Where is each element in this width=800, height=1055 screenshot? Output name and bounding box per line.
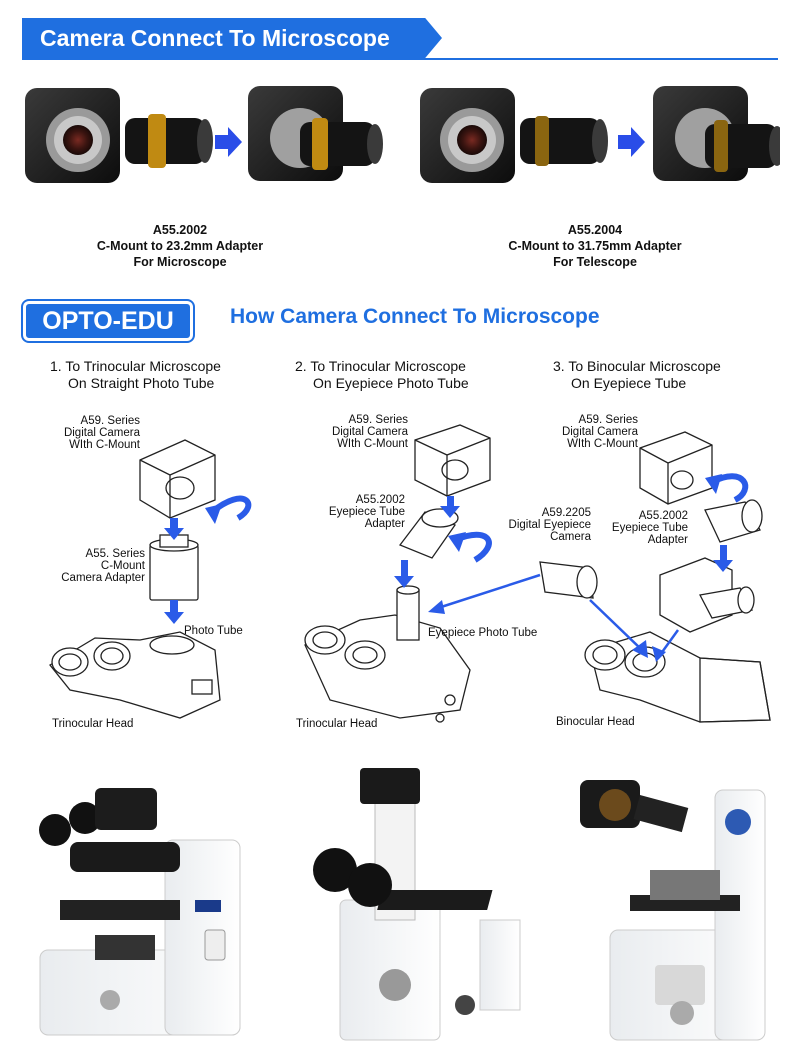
label-camera-3: A59. Series Digital Camera WIth C-Mount [540, 414, 638, 450]
label-line: Adapter [647, 534, 688, 546]
label-line: A55.2002 [355, 494, 405, 506]
label-line: WIth C-Mount [337, 438, 408, 450]
arrow-group [164, 496, 733, 624]
assembled-image [248, 86, 383, 181]
arrow-down-icon [440, 496, 460, 518]
label-photo-tube: Photo Tube [184, 625, 243, 637]
section-title: How Camera Connect To Microscope [230, 305, 600, 328]
label-eyepiece-camera: A59.2205 Digital Eyepiece Camera [493, 507, 591, 543]
connector-line [589, 599, 643, 651]
rotate-arrowhead-icon [705, 474, 722, 494]
arrow-head-icon [652, 646, 666, 662]
label-line: A59. Series [348, 414, 408, 426]
adapter-use: For Telescope [553, 255, 637, 269]
label-line: WIth C-Mount [567, 438, 638, 450]
camera-body-image [25, 88, 120, 183]
camera-body-image-2 [420, 88, 515, 183]
label-head-2: Trinocular Head [296, 718, 378, 730]
arrow-down-icon [713, 545, 733, 572]
label-line: A59. Series [80, 415, 140, 427]
adapter-use: For Microscope [133, 255, 227, 269]
microscope-photos [39, 768, 766, 1041]
adapter-image [125, 114, 213, 168]
rotate-arrowhead-icon [205, 504, 222, 524]
label-line: Eyepiece Tube [611, 522, 688, 534]
adapter-desc: C-Mount to 23.2mm Adapter [96, 239, 264, 253]
step-3-heading: 3. To Binocular Microscope On Eyepiece T… [553, 358, 721, 392]
header-rule [22, 58, 778, 60]
label-head-3: Binocular Head [556, 716, 635, 728]
arrow-head-icon [428, 600, 445, 614]
adapter-caption-2: A55.2004 C-Mount to 31.75mm Adapter For … [475, 222, 715, 270]
step-2-heading: 2. To Trinocular Microscope On Eyepiece … [295, 358, 469, 392]
rotate-icon [453, 531, 492, 563]
step-line: On Eyepiece Tube [571, 375, 687, 391]
label-line: A55. Series [85, 548, 145, 560]
label-line: A55.2002 [638, 510, 688, 522]
adapter-desc: C-Mount to 31.75mm Adapter [508, 239, 682, 253]
arrow-right-icon [215, 127, 242, 157]
label-line: Digital Camera [331, 426, 408, 438]
arrow-head-icon [632, 640, 648, 658]
microscope-photo-1 [39, 788, 241, 1036]
label-line: Camera Adapter [61, 572, 145, 584]
label-line: Eyepiece Tube [328, 506, 405, 518]
label-camera-2: A59. Series Digital Camera WIth C-Mount [310, 414, 408, 450]
rotate-icon [710, 473, 749, 503]
assembled-image-2 [653, 86, 780, 181]
adapter-code: A55.2004 [567, 223, 623, 237]
arrow-down-icon [394, 560, 414, 588]
adapter-caption-1: A55.2002 C-Mount to 23.2mm Adapter For M… [60, 222, 300, 270]
label-line: Digital Camera [561, 426, 638, 438]
step-line: On Straight Photo Tube [68, 375, 215, 391]
label-line: Digital Eyepiece [508, 519, 591, 531]
label-adapter-1: A55. Series C-Mount Camera Adapter [45, 548, 145, 584]
adapter-photos [25, 86, 780, 183]
label-line: A59.2205 [541, 507, 591, 519]
rotate-arrowhead-icon [448, 532, 466, 552]
label-head-1: Trinocular Head [52, 718, 134, 730]
label-eyepiece-photo-tube: Eyepiece Photo Tube [428, 627, 538, 639]
label-adapter-3: A55.2002 Eyepiece Tube Adapter [592, 510, 688, 546]
arrow-right-icon-2 [618, 127, 645, 157]
connector-line [437, 573, 541, 610]
adapter-image-2 [520, 116, 608, 166]
connection-diagram [49, 424, 771, 723]
label-line: WIth C-Mount [69, 439, 140, 451]
header-banner [22, 18, 442, 58]
label-line: Adapter [364, 518, 405, 530]
label-camera-1: A59. Series Digital Camera WIth C-Mount [40, 415, 140, 451]
arrow-down-icon [164, 600, 184, 624]
arrow-down-icon [164, 518, 184, 540]
label-line: C-Mount [100, 560, 145, 572]
opto-edu-logo: OPTO-EDU [23, 301, 193, 341]
microscope-photo-2 [313, 768, 521, 1041]
page-title: Camera Connect To Microscope [40, 25, 390, 51]
label-line: A59. Series [578, 414, 638, 426]
label-adapter-2: A55.2002 Eyepiece Tube Adapter [310, 494, 405, 530]
step-1-heading: 1. To Trinocular Microscope On Straight … [50, 358, 221, 392]
adapter-code: A55.2002 [152, 223, 208, 237]
step-line: 3. To Binocular Microscope [553, 358, 721, 374]
step-line: On Eyepiece Photo Tube [313, 375, 469, 391]
label-line: Digital Camera [63, 427, 140, 439]
label-line: Camera [550, 531, 591, 543]
microscope-photo-3 [580, 780, 766, 1041]
step-line: 2. To Trinocular Microscope [295, 358, 466, 374]
step-line: 1. To Trinocular Microscope [50, 358, 221, 374]
